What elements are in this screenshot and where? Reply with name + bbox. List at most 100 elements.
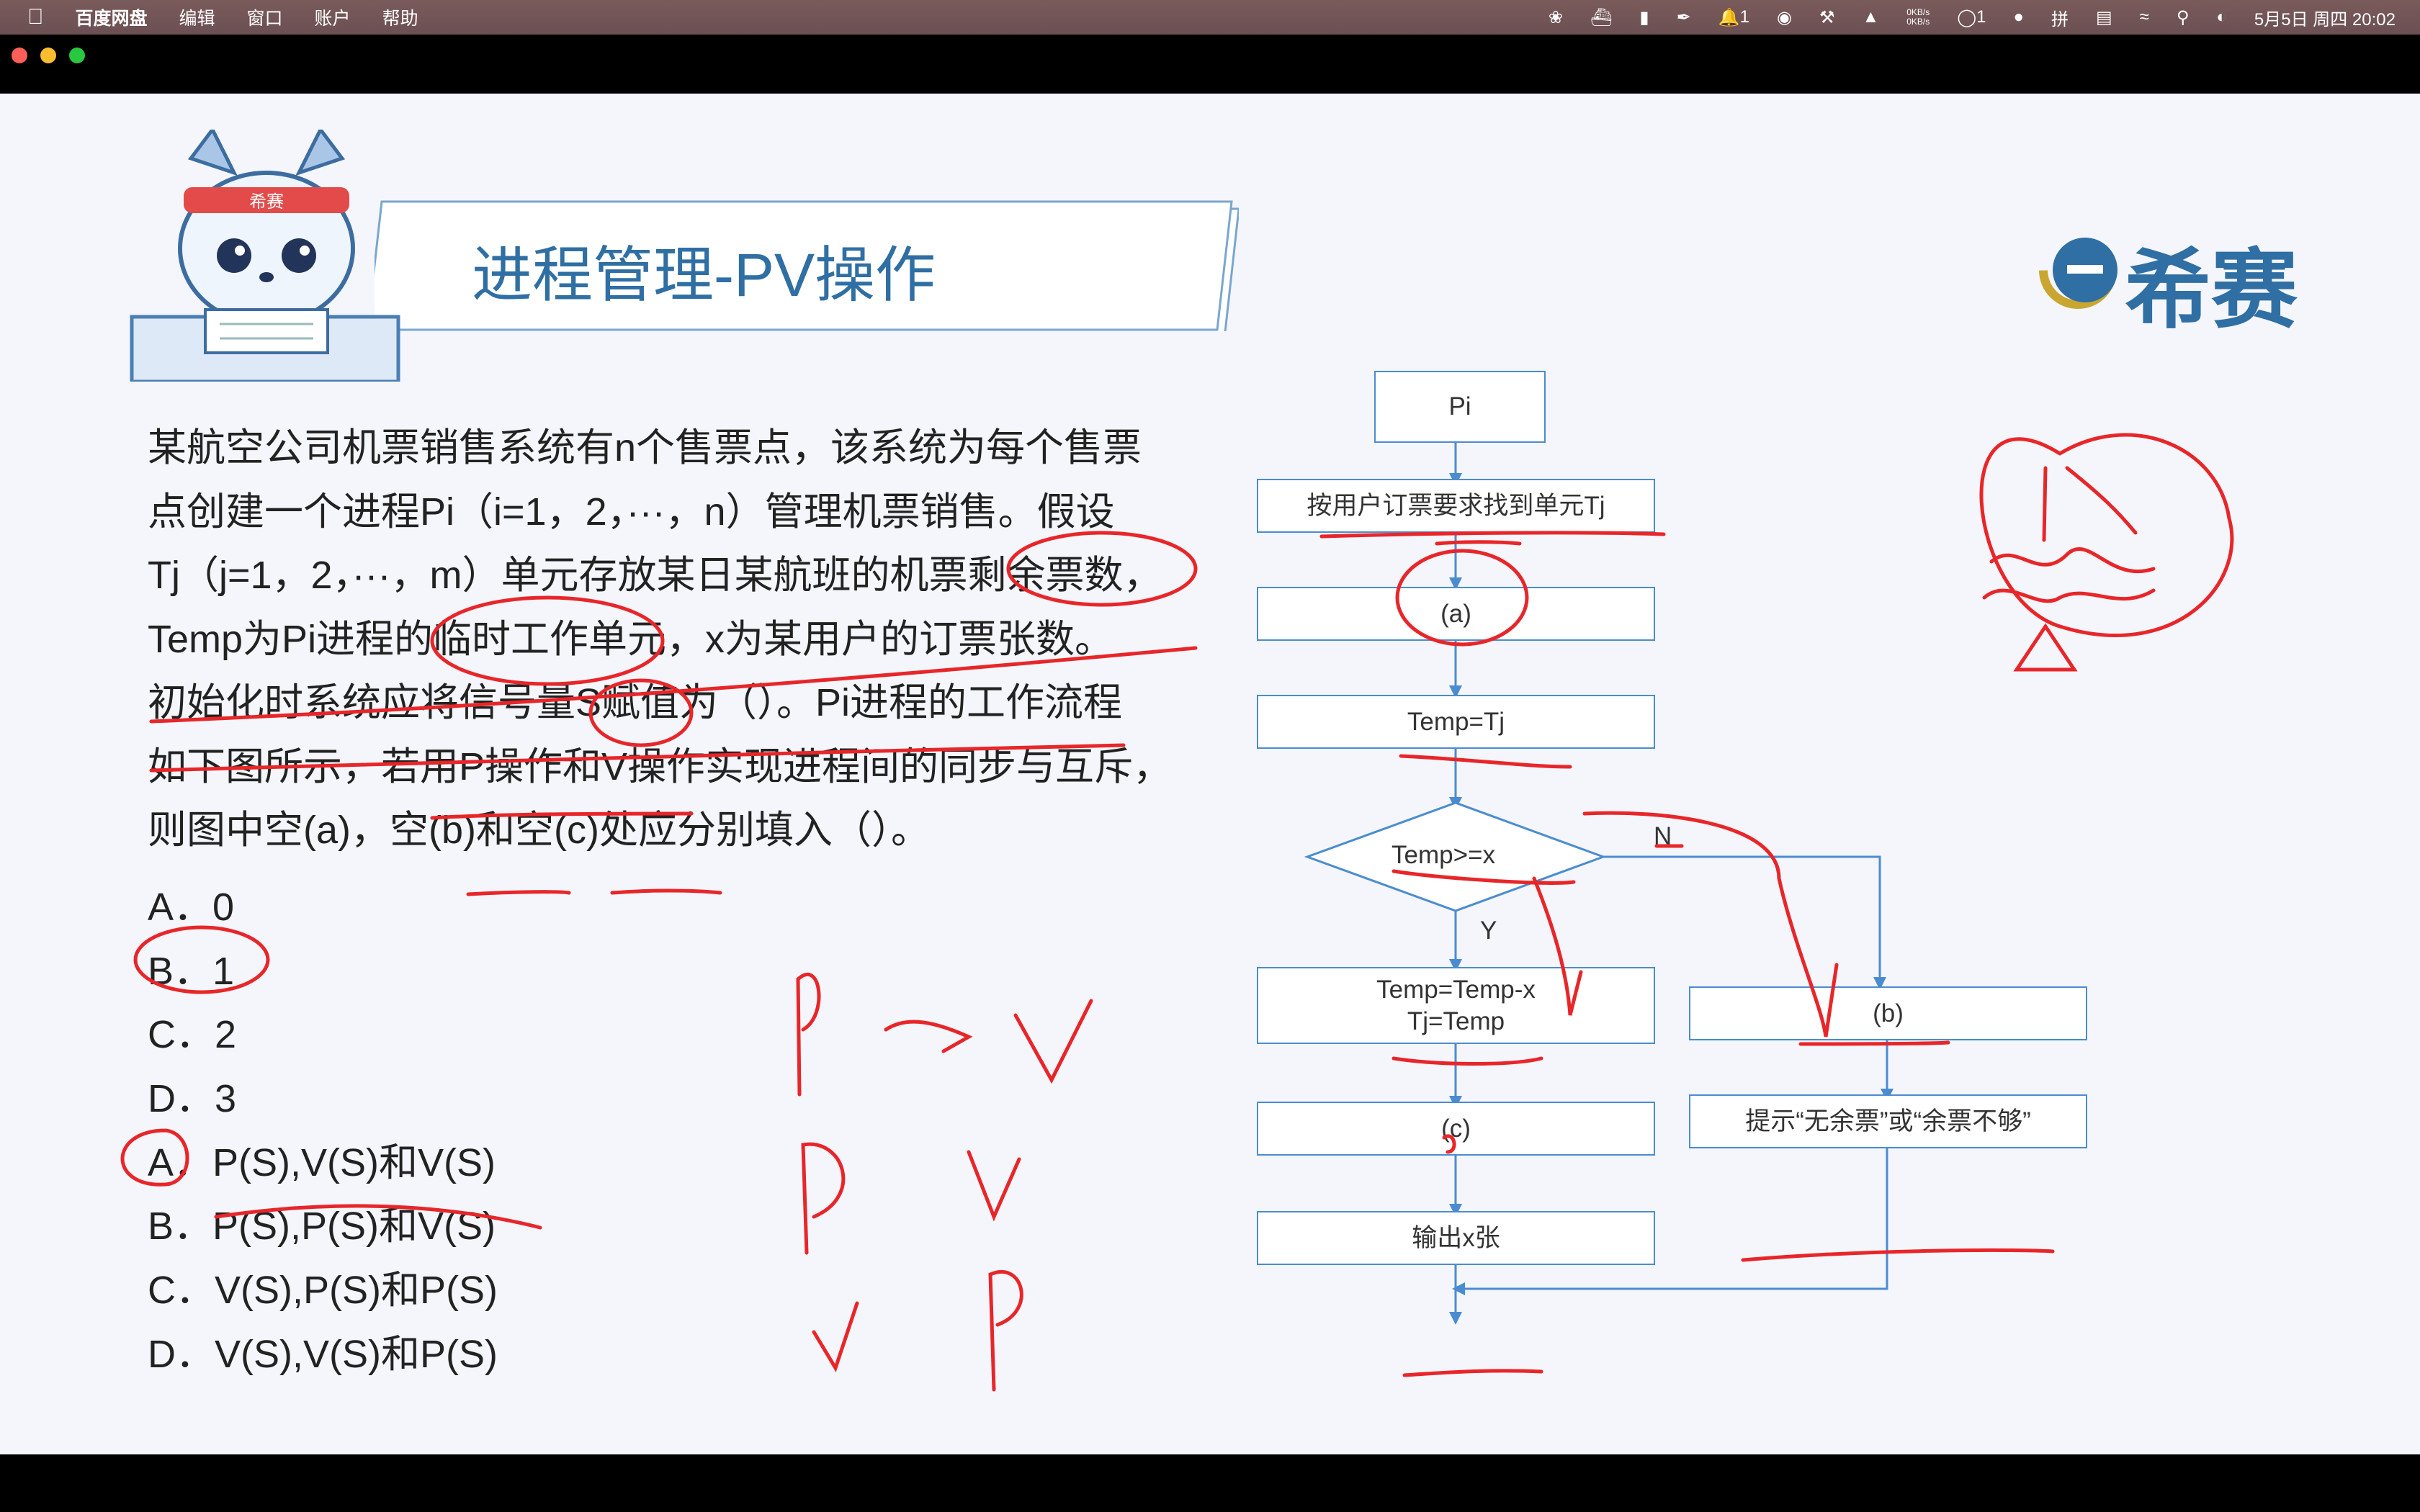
flow-start-pi: Pi: [1374, 371, 1546, 443]
flow-assign-temp: Temp=Tj: [1257, 695, 1655, 749]
minimize-button[interactable]: [40, 48, 56, 63]
doodle-heart: [1979, 433, 2234, 637]
tool-icon[interactable]: ⚒: [1819, 7, 1835, 27]
window-titlebar: [0, 35, 2420, 94]
underline-p: [466, 890, 571, 896]
video-frame-slide: 进程管理-PV操作 希赛 希赛 某航空公司机票销售系统有n个售票点，该系统为每个…: [0, 94, 2420, 1454]
option-q2-d: D．V(S),V(S)和P(S): [148, 1333, 498, 1376]
flow-blank-b: (b): [1689, 986, 2087, 1040]
flow-update-line-1: Temp=Temp-x: [1376, 975, 1536, 1004]
sidebar-icon[interactable]: ▮: [1639, 7, 1649, 27]
doodle-line-2: [2065, 466, 2138, 535]
handwritten-v2: [967, 1150, 1021, 1222]
menu-window[interactable]: 窗口: [230, 9, 283, 29]
chat-icon[interactable]: ◯1: [1957, 7, 1986, 27]
option-q2-b: B．P(S),P(S)和V(S): [148, 1205, 496, 1248]
question-line: 点创建一个进程Pi（i=1，2，···，n）管理机票销售。假设: [148, 490, 1115, 534]
menu-edit[interactable]: 编辑: [163, 9, 215, 29]
handwritten-arrow: [884, 1020, 973, 1053]
circle-remaining: [1006, 531, 1198, 607]
arrow-n: [1582, 811, 1839, 1038]
wifi-icon[interactable]: ≈: [2139, 7, 2149, 27]
wechat-icon[interactable]: ●: [2013, 7, 2024, 27]
underline-2: [149, 743, 1126, 773]
underline-update: [1392, 1056, 1543, 1066]
underline-prompt: [1741, 1248, 2055, 1262]
option-q1-c: C．2: [148, 1013, 237, 1056]
docker-icon[interactable]: ⛴: [1590, 7, 1613, 27]
flow-blank-c: (c): [1257, 1102, 1655, 1156]
doodle-wave: [1989, 547, 2156, 574]
net-up: 0KB/s: [1906, 7, 1930, 17]
menu-account[interactable]: 账户: [298, 9, 351, 29]
cat-icon[interactable]: ▲: [1862, 7, 1880, 27]
underline-1: [149, 646, 1198, 724]
underline-output: [1402, 1369, 1543, 1377]
handwritten-p2: [801, 1142, 846, 1255]
logo-text: 希赛: [2125, 242, 2298, 338]
title-banner: [375, 200, 1239, 331]
question-line: Tj（j=1，2，···，m）单元存放某日某航班的机票剩余票数，: [148, 554, 1162, 597]
menu-app-name[interactable]: 百度网盘: [59, 9, 148, 29]
menu-help[interactable]: 帮助: [366, 9, 418, 29]
flow-prompt-no-tickets: 提示“无余票”或“余票不够”: [1689, 1094, 2087, 1148]
handwritten-v: [1013, 999, 1093, 1084]
flow-output: 输出x张: [1257, 1211, 1655, 1265]
control-center-icon[interactable]: ◐: [2216, 7, 2227, 27]
option-q2-a: A．P(S),V(S)和V(S): [148, 1141, 496, 1184]
option-q2-c: C．V(S),P(S)和P(S): [148, 1269, 498, 1312]
circle-a: [1395, 549, 1529, 647]
underline-b: [1798, 1040, 1950, 1046]
question-line: 初始化时系统应将信号量S赋值为（）。Pi进程的工作流程: [148, 681, 1123, 724]
mascot-cat: 希赛: [130, 130, 400, 382]
underline-find: [1319, 531, 1666, 539]
cc-icon[interactable]: ◉: [1777, 7, 1792, 27]
menu-bar:  百度网盘 编辑 窗口 账户 帮助 ❀ ⛴ ▮ ✒ 🔔1 ◉ ⚒ ▲ 0KB/…: [0, 0, 2420, 35]
flow-update-line-2: Tj=Temp: [1407, 1007, 1505, 1035]
underline-pi: [1435, 540, 1522, 546]
circle-option-a: [120, 1128, 189, 1187]
close-button[interactable]: [12, 48, 27, 63]
slide-title: 进程管理-PV操作: [472, 241, 936, 309]
strike-option-b: [214, 1204, 542, 1230]
underline-cond: [1392, 869, 1576, 885]
flow-find-tj: 按用户订票要求找到单元Tj: [1257, 479, 1655, 533]
xisai-logo-icon: [2039, 231, 2118, 309]
doodle-wave-2: [1982, 588, 2156, 603]
fullscreen-button[interactable]: [69, 48, 85, 63]
chat-count: 1: [1976, 7, 1986, 27]
option-q1-a: A．0: [148, 886, 235, 929]
clock[interactable]: 5月5日 周四 20:02: [2254, 9, 2396, 30]
question-line: 某航空公司机票销售系统有n个售票点，该系统为每个售票: [148, 426, 1142, 469]
net-down: 0KB/s: [1906, 17, 1930, 27]
handwritten-p: [796, 972, 821, 1097]
handwritten-p3: [988, 1270, 1023, 1392]
mark-c: [1442, 1134, 1456, 1154]
doodle-line: [2042, 466, 2048, 542]
battery-icon: ▤: [2095, 7, 2112, 27]
notification-count: 1: [1739, 7, 1749, 27]
pen-icon[interactable]: ✒: [1676, 7, 1691, 27]
mascot-band-text: 希赛: [249, 192, 284, 212]
input-method[interactable]: 拼: [2051, 9, 2069, 30]
flow-blank-a: (a): [1257, 587, 1655, 641]
notification-icon[interactable]: 🔔1: [1718, 7, 1749, 27]
flow-yes-label: Y: [1480, 917, 1497, 945]
search-icon[interactable]: ⚲: [2176, 7, 2190, 27]
flow-condition: Temp>=x: [1392, 841, 1495, 869]
doodle-triangle: [2013, 623, 2078, 672]
option-q1-d: D．3: [148, 1077, 237, 1120]
apple-icon[interactable]: : [27, 5, 44, 30]
handwritten-check: [812, 1301, 859, 1372]
flow-update-box: Temp=Temp-x Tj=Temp: [1257, 967, 1655, 1044]
window-bottom-bar: [0, 1454, 2420, 1512]
underline-temp-tj: [1399, 754, 1572, 769]
question-line: Temp为Pi进程的临时工作单元，x为某用户的订票张数。: [148, 617, 1114, 661]
tick-y: [1532, 876, 1583, 1016]
circle-s-value: [588, 678, 694, 747]
circle-option-b: [133, 925, 270, 994]
circle-temp-unit: [430, 595, 665, 686]
underline-3: [430, 811, 694, 820]
creative-cloud-icon[interactable]: ❀: [1548, 7, 1563, 27]
